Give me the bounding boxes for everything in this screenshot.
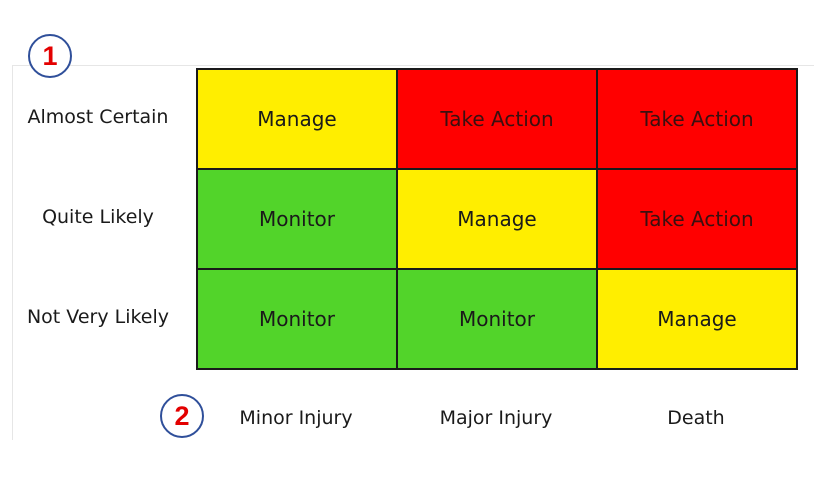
severity-label-minor-injury: Minor Injury: [239, 407, 353, 429]
frame-top-line: [12, 65, 814, 66]
risk-cell-r2-c3: Take Action: [598, 170, 798, 270]
risk-cell-r2-c2: Manage: [398, 170, 598, 270]
risk-cell-r3-c1: Monitor: [198, 270, 398, 370]
risk-cell-r1-c2: Take Action: [398, 70, 598, 170]
risk-cell-r3-c3: Manage: [598, 270, 798, 370]
severity-label-major-injury: Major Injury: [439, 407, 553, 429]
risk-matrix: Manage Take Action Take Action Monitor M…: [196, 68, 798, 370]
severity-label-death: Death: [667, 407, 725, 429]
risk-cell-r2-c1: Monitor: [198, 170, 398, 270]
risk-cell-r1-c3: Take Action: [598, 70, 798, 170]
risk-cell-r1-c1: Manage: [198, 70, 398, 170]
callout-badge-2: 2: [160, 394, 204, 438]
frame-left-line: [12, 65, 13, 440]
risk-cell-r3-c2: Monitor: [398, 270, 598, 370]
likelihood-label-not-very-likely: Not Very Likely: [26, 306, 170, 328]
likelihood-label-quite-likely: Quite Likely: [42, 206, 154, 228]
likelihood-label-almost-certain: Almost Certain: [27, 106, 169, 128]
callout-badge-1: 1: [28, 34, 72, 78]
